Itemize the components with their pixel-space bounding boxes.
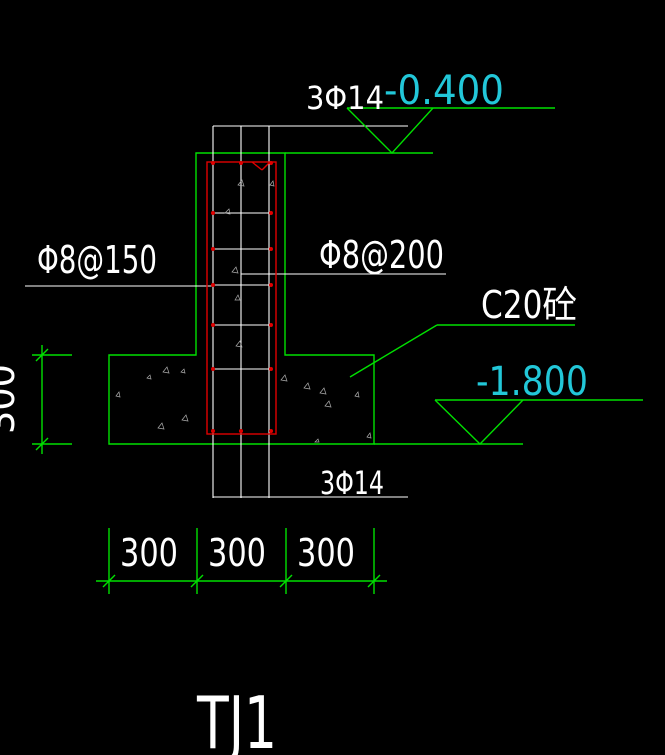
concrete-hatch [115,179,372,443]
bottom-elevation-marker [374,399,643,445]
top-elevation-label: -0.400 [384,68,504,114]
rebar-dots-top [211,161,273,165]
height-dimension [32,345,72,454]
top-elevation-marker [285,107,555,155]
stirrup [211,367,273,371]
height-dimension-label: 300 [0,364,23,434]
concrete-leader [349,324,575,378]
stirrups [211,161,273,433]
reference-lines [25,125,446,498]
width-dim-2: 300 [208,531,266,575]
drawing-title: TJ1 [196,681,277,755]
stirrup [211,247,273,251]
stirrup [211,211,273,215]
width-dim-3: 300 [297,531,355,575]
stirrup [211,283,273,287]
top-rebar-label: 3Φ14 [306,79,384,117]
bottom-rebar-label: 3Φ14 [320,464,384,502]
width-dimension [96,528,387,594]
stirrup-right-label: Φ8@200 [319,233,444,277]
bottom-elevation-label: -1.800 [476,359,588,405]
width-dim-1: 300 [120,531,178,575]
rebar-dots-bottom [211,429,273,433]
stirrup [211,323,273,327]
concrete-grade-label: C20砼 [481,283,577,327]
stirrup-left-label: Φ8@150 [37,238,157,282]
